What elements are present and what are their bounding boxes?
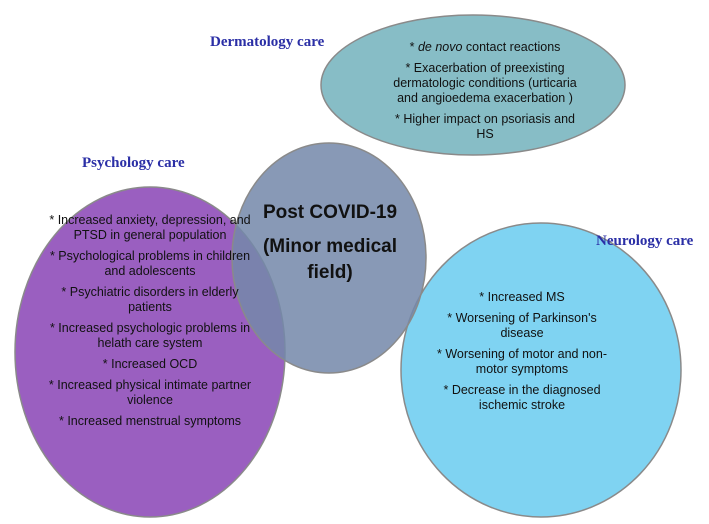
list-item: * Psychological problems in children and… — [49, 249, 251, 278]
dermatology-circle — [320, 14, 626, 156]
psychology-list: * Increased anxiety, depression, and PTS… — [45, 213, 255, 435]
list-item: * Increased anxiety, depression, and PTS… — [49, 213, 251, 242]
list-item: * Exacerbation of preexisting dermatolog… — [393, 61, 577, 105]
list-item: * Increased psychologic problems in hela… — [49, 321, 251, 350]
list-item: * Increased OCD — [102, 357, 198, 371]
list-item: * Higher impact on psoriasis and HS — [395, 112, 575, 141]
list-item: * Increased MS — [479, 290, 565, 304]
center-label: Post COVID-19 (Minor medical field) — [250, 200, 410, 286]
list-item: * Worsening of Parkinson's disease — [447, 311, 597, 340]
list-item: * Increased physical intimate partner vi… — [48, 378, 252, 407]
center-line-2: (Minor medical — [262, 236, 398, 257]
neurology-circle — [400, 222, 682, 518]
list-item: * de novo contact reactions — [409, 40, 561, 54]
list-item: * Decrease in the diagnosed ischemic str… — [443, 383, 601, 412]
neurology-title: Neurology care — [596, 233, 694, 249]
center-line-3: field) — [307, 262, 353, 283]
neurology-list: * Increased MS * Worsening of Parkinson'… — [432, 290, 612, 419]
list-item: * Increased menstrual symptoms — [58, 414, 242, 428]
dermatology-title: Dermatology care — [210, 34, 325, 50]
center-line-1: Post COVID-19 — [262, 202, 398, 223]
list-item: * Worsening of motor and non-motor sympt… — [436, 347, 607, 376]
psychology-title: Psychology care — [82, 155, 185, 171]
center-circle — [231, 142, 427, 374]
dermatology-list: * de novo contact reactions * Exacerbati… — [385, 40, 585, 148]
list-item: * Psychiatric disorders in elderly patie… — [61, 285, 239, 314]
